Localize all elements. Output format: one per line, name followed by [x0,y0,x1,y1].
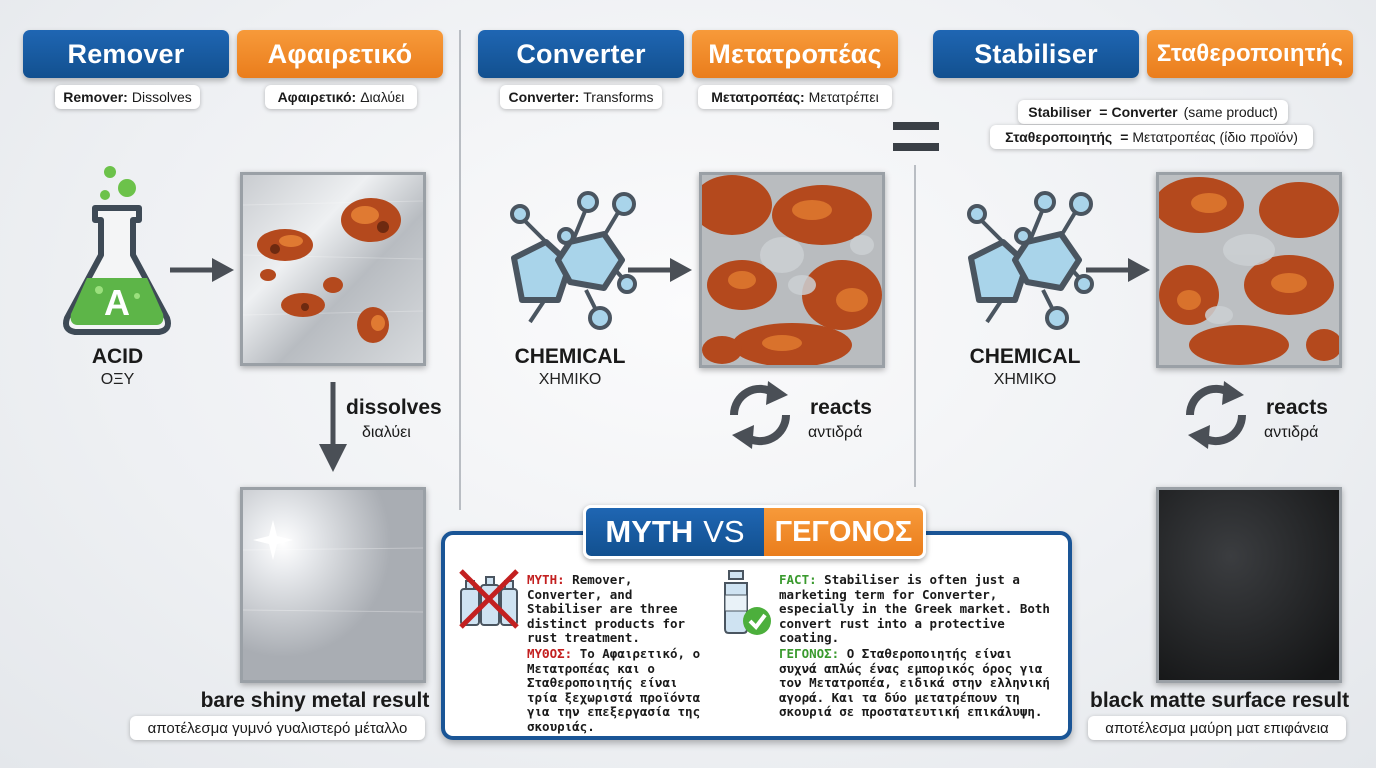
arrow-down-icon [319,382,347,472]
remover-agent-label: ACID [91,345,144,368]
myth-vs-fact-title: MYTH VS ΓΕΓΟΝΟΣ [583,505,926,559]
myth-vs-fact-card: MYTH: Remover, Converter, and Stabiliser… [441,531,1072,740]
rusty-metal-image-converter [699,172,885,368]
fact-title-word: ΓΕΓΟΝΟΣ [764,508,923,556]
refresh-cycle-icon [1185,381,1247,449]
equals-sign-bottom [893,143,939,151]
header-converter-greek: Μετατροπέας [692,30,898,78]
converter-desc-pill-greek: Μετατροπέας:Μετατρέπει [698,85,892,109]
converter-action-label-greek: αντιδρά [808,424,863,441]
fact-english: FACT: Stabiliser is often just a marketi… [779,572,1050,645]
remover-action-label-greek: διαλύει [362,424,411,441]
header-remover: Remover [23,30,229,78]
converter-agent-label: CHEMICAL [514,345,626,368]
acid-flask-icon: A [63,166,171,335]
equals-sign-top [893,122,939,130]
header-remover-greek: Αφαιρετικό [237,30,443,78]
molecule-icon [510,191,637,330]
rusty-metal-image-stabiliser [1156,172,1342,368]
header-stabiliser-greek: Σταθεροποιητής [1147,30,1353,78]
remover-action-label: dissolves [346,396,442,419]
converter-action-label: reacts [810,396,872,419]
converter-desc-pill: Converter:Transforms [500,85,662,109]
myth-title-word: MYTH [605,514,694,549]
stabiliser-result-label-greek: αποτέλεσμα μαύρη ματ επιφάνεια [1088,716,1346,740]
remover-result-label-greek: αποτέλεσμα γυμνό γυαλιστερό μέταλλο [130,716,425,740]
converter-agent-label-greek: ΧΗΜΙΚΟ [538,371,602,388]
header-converter: Converter [478,30,684,78]
stabiliser-agent-label: CHEMICAL [969,345,1081,368]
arrow-right-icon [170,258,234,282]
column-divider-1 [459,30,461,510]
black-matte-image [1156,487,1342,683]
remover-desc-pill: Remover:Dissolves [55,85,200,109]
stabiliser-action-label-greek: αντιδρά [1264,424,1319,441]
stabiliser-agent-label-greek: ΧΗΜΙΚΟ [993,371,1057,388]
stabiliser-equals-pill-greek: Σταθεροποιητής=Μετατροπέας(ίδιο προϊόν) [990,125,1313,149]
crossed-bottles-icon [459,569,519,629]
shiny-metal-image [240,487,426,683]
rusty-metal-image-remover [240,172,426,366]
stabiliser-result-label: black matte surface result [1090,689,1350,712]
vs-title-word: VS [703,514,745,549]
refresh-cycle-icon [729,381,791,449]
arrow-right-icon [628,258,692,282]
remover-desc-pill-greek: Αφαιρετικό:Διαλύει [265,85,417,109]
fact-greek: ΓΕΓΟΝΟΣ: Ο Σταθεροποιητής είναι συχνά απ… [779,646,1050,719]
header-stabiliser: Stabiliser [933,30,1139,78]
remover-result-label: bare shiny metal result [200,689,430,712]
flask-letter: A [104,282,130,323]
remover-agent-label-greek: ΟΞΥ [100,371,135,388]
molecule-icon [967,191,1094,330]
stabiliser-action-label: reacts [1266,396,1328,419]
stabiliser-equals-pill: Stabiliser=Converter(same product) [1018,100,1288,124]
checked-bottle-icon [724,570,771,635]
myth-english: MYTH: Remover, Converter, and Stabiliser… [527,572,686,645]
arrow-right-icon [1086,258,1150,282]
myth-greek: ΜΥΘΟΣ: Το Αφαιρετικό, ο Μετατροπέας και … [527,646,701,734]
column-divider-2 [914,165,916,487]
